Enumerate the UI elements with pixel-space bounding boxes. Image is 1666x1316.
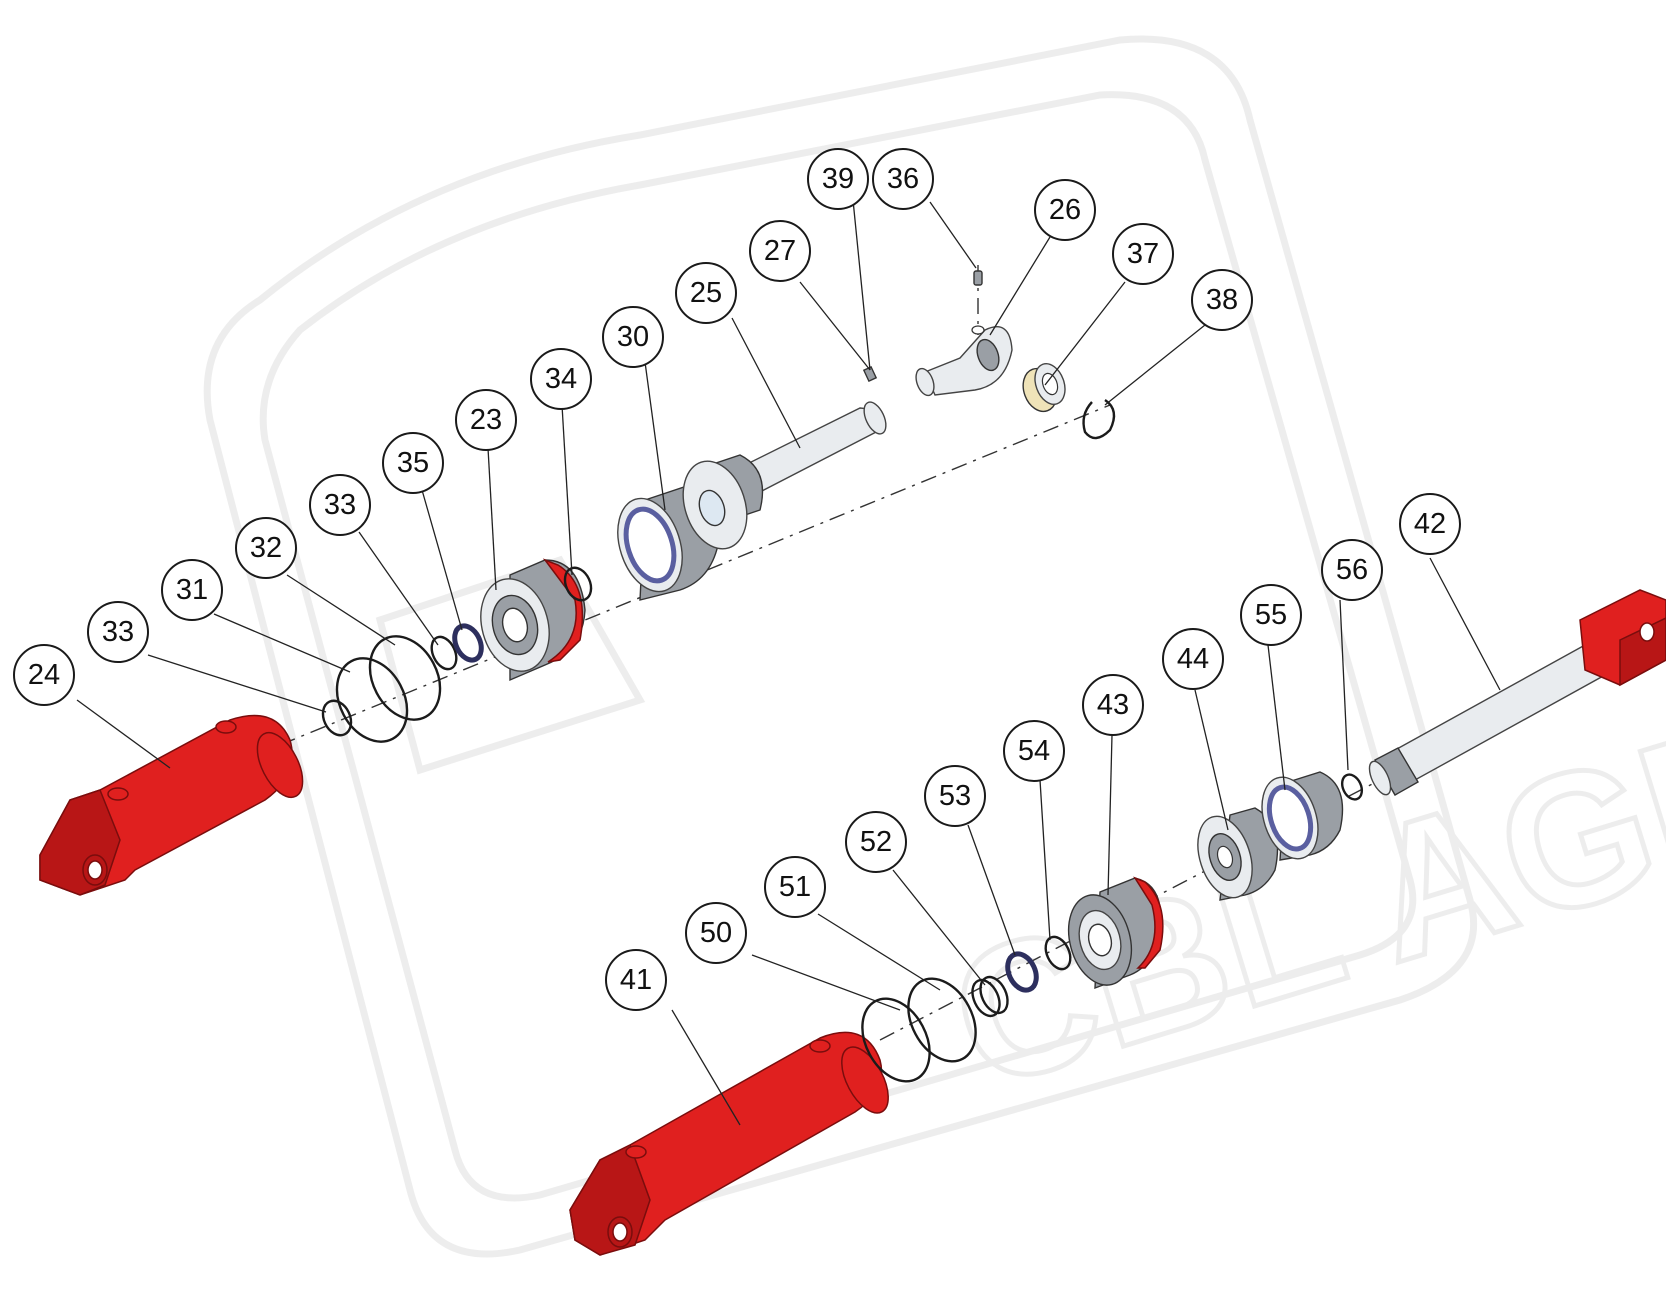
svg-text:23: 23 [470,404,502,436]
callout-33-lower: 33 [87,601,149,663]
callout-52: 52 [845,811,907,873]
o-ring-32 [368,635,442,721]
callout-27: 27 [749,220,811,282]
svg-text:31: 31 [176,574,208,606]
gland-43 [1067,876,1164,990]
o-ring-51 [907,977,977,1063]
watermark-logo: CBL AGRI [203,35,1666,1258]
callout-32: 32 [235,517,297,579]
leader-lines [76,199,1501,1126]
lower-cylinder-assembly [569,589,1666,1256]
svg-text:52: 52 [860,826,892,858]
grub-screw-27 [862,365,878,383]
svg-text:38: 38 [1206,284,1238,316]
callout-44: 44 [1162,628,1224,690]
svg-text:25: 25 [690,277,722,309]
rod-seal-53 [1005,951,1039,993]
grease-nipple-36 [973,270,983,286]
o-ring-31 [335,657,409,743]
piston-rod-25 [682,365,887,550]
callout-43: 43 [1082,674,1144,736]
callout-24: 24 [13,644,75,706]
callout-54: 54 [1003,720,1065,782]
svg-text:30: 30 [617,321,649,353]
guide-ring-52 [971,978,1001,1018]
o-ring-56 [1340,773,1364,801]
svg-text:51: 51 [779,871,811,903]
callout-56: 56 [1321,539,1383,601]
svg-text:43: 43 [1097,689,1129,721]
piston-head-44 [1197,807,1279,901]
piston-55 [1261,771,1344,861]
upper-cylinder-assembly [39,265,1116,896]
gland-23 [480,558,586,682]
callout-25: 25 [675,262,737,324]
callout-42: 42 [1399,493,1461,555]
o-ring-34 [563,566,593,602]
svg-text:35: 35 [397,447,429,479]
callout-55: 55 [1240,584,1302,646]
circlip-38 [1082,399,1116,440]
svg-text:26: 26 [1049,194,1081,226]
svg-text:27: 27 [764,235,796,267]
svg-text:55: 55 [1255,599,1287,631]
svg-text:53: 53 [939,780,971,812]
callout-26: 26 [1034,179,1096,241]
callout-33-upper: 33 [309,474,371,536]
callout-37: 37 [1112,223,1174,285]
callout-23: 23 [455,389,517,451]
callout-36: 36 [872,148,934,210]
backup-ring-33b [321,699,353,737]
callout-51: 51 [764,856,826,918]
piston-rod-42 [1368,589,1666,796]
callout-38: 38 [1191,269,1253,331]
callout-39: 39 [807,148,869,210]
callout-41: 41 [605,949,667,1011]
svg-text:50: 50 [700,917,732,949]
svg-text:36: 36 [887,163,919,195]
svg-text:44: 44 [1177,643,1209,675]
svg-text:34: 34 [545,363,577,395]
cylinder-barrel-24 [39,714,304,896]
callout-34: 34 [530,348,592,410]
svg-text:42: 42 [1414,508,1446,540]
rod-seal-35 [452,623,484,663]
svg-text:41: 41 [620,964,652,996]
backup-ring-33a [430,635,458,671]
svg-text:24: 24 [28,659,60,691]
svg-text:56: 56 [1336,554,1368,586]
svg-text:54: 54 [1018,735,1050,767]
svg-text:33: 33 [102,616,134,648]
callout-31: 31 [161,559,223,621]
svg-text:32: 32 [250,532,282,564]
callout-53: 53 [924,765,986,827]
wiper-ring-54 [1044,935,1072,971]
svg-text:37: 37 [1127,238,1159,270]
callout-30: 30 [602,306,664,368]
cylinder-barrel-41 [569,1031,889,1256]
callout-50: 50 [685,902,747,964]
svg-text:33: 33 [324,489,356,521]
bushing-37 [1022,362,1066,413]
callout-35: 35 [382,432,444,494]
rod-eye-26 [915,325,1013,397]
svg-text:39: 39 [822,163,854,195]
